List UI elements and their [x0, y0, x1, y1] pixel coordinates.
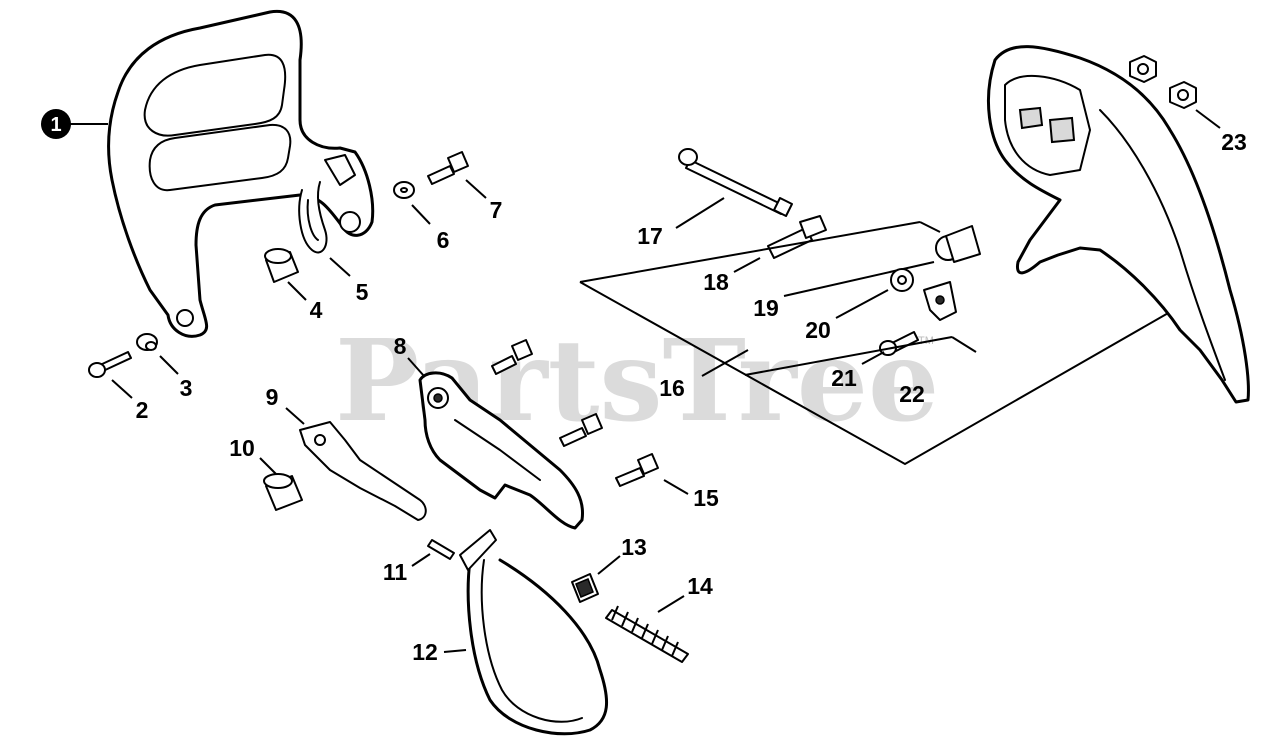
part-bolt-17[interactable]: [678, 148, 793, 217]
callout-23[interactable]: 23: [1195, 109, 1247, 155]
callout-2[interactable]: 2: [111, 379, 149, 423]
callout-16[interactable]: 16: [659, 349, 749, 401]
part-spring-5[interactable]: [298, 181, 328, 254]
callout-12[interactable]: 12: [412, 639, 467, 665]
part-bushing-3[interactable]: [136, 333, 158, 351]
svg-text:9: 9: [266, 384, 279, 410]
svg-text:22: 22: [899, 381, 925, 407]
callout-20[interactable]: 20: [805, 289, 889, 343]
svg-text:13: 13: [621, 534, 647, 560]
svg-text:7: 7: [490, 197, 503, 223]
callout-11[interactable]: 11: [383, 553, 431, 585]
svg-text:10: 10: [229, 435, 255, 461]
svg-text:23: 23: [1221, 129, 1247, 155]
part-nuts-23[interactable]: [1129, 55, 1197, 109]
part-bolt-15[interactable]: [615, 453, 659, 487]
part-washer-6[interactable]: [393, 181, 415, 199]
part-bolt-16b[interactable]: [559, 413, 603, 447]
part-collar-4[interactable]: [264, 248, 299, 283]
callout-10[interactable]: 10: [229, 435, 277, 475]
svg-text:14: 14: [687, 573, 713, 599]
callout-21[interactable]: 21: [831, 351, 885, 391]
callout-19[interactable]: 19: [753, 261, 935, 321]
callout-4[interactable]: 4: [287, 281, 323, 323]
group-bracket-16: [579, 221, 1171, 466]
part-bolt-7[interactable]: [427, 151, 469, 185]
part-gear-19[interactable]: [935, 225, 981, 263]
svg-text:21: 21: [831, 365, 857, 391]
part-hand-guard[interactable]: [107, 9, 375, 338]
svg-text:18: 18: [703, 269, 729, 295]
part-collar-10[interactable]: [263, 473, 303, 511]
part-lever-9[interactable]: [299, 421, 427, 521]
svg-text:1: 1: [50, 114, 61, 136]
part-pin-11[interactable]: [427, 539, 455, 560]
svg-text:12: 12: [412, 639, 438, 665]
part-clutch-cover[interactable]: [986, 45, 1250, 404]
svg-text:2: 2: [136, 397, 149, 423]
callout-7[interactable]: 7: [465, 179, 503, 223]
callout-17[interactable]: 17: [637, 197, 725, 249]
svg-text:17: 17: [637, 223, 663, 249]
svg-text:19: 19: [753, 295, 779, 321]
part-bracket-8[interactable]: [418, 371, 585, 530]
svg-text:11: 11: [383, 559, 408, 585]
callout-5[interactable]: 5: [329, 257, 369, 305]
part-pin-18[interactable]: [767, 215, 827, 259]
svg-text:15: 15: [693, 485, 719, 511]
callout-6[interactable]: 6: [411, 204, 450, 253]
svg-text:20: 20: [805, 317, 831, 343]
callout-18[interactable]: 18: [703, 257, 761, 295]
part-band-12[interactable]: [459, 529, 609, 736]
part-bolt-16a[interactable]: [491, 339, 533, 375]
callout-22[interactable]: 22: [899, 381, 925, 407]
svg-text:5: 5: [356, 279, 369, 305]
callout-8[interactable]: 8: [394, 333, 425, 377]
part-pad-13[interactable]: [571, 573, 599, 603]
svg-text:4: 4: [310, 297, 323, 323]
callout-1[interactable]: 1: [41, 109, 108, 139]
part-screw-2[interactable]: [88, 351, 132, 378]
svg-text:8: 8: [394, 333, 407, 359]
svg-text:3: 3: [180, 375, 193, 401]
part-block-22[interactable]: [923, 281, 957, 321]
callout-15[interactable]: 15: [663, 479, 719, 511]
svg-text:6: 6: [437, 227, 450, 253]
callout-3[interactable]: 3: [159, 355, 193, 401]
part-gear-20[interactable]: [890, 268, 914, 292]
callout-13[interactable]: 13: [597, 534, 647, 575]
callout-14[interactable]: 14: [657, 573, 713, 613]
callout-9[interactable]: 9: [266, 384, 305, 425]
part-spring-14[interactable]: [605, 605, 689, 663]
svg-text:16: 16: [659, 375, 685, 401]
